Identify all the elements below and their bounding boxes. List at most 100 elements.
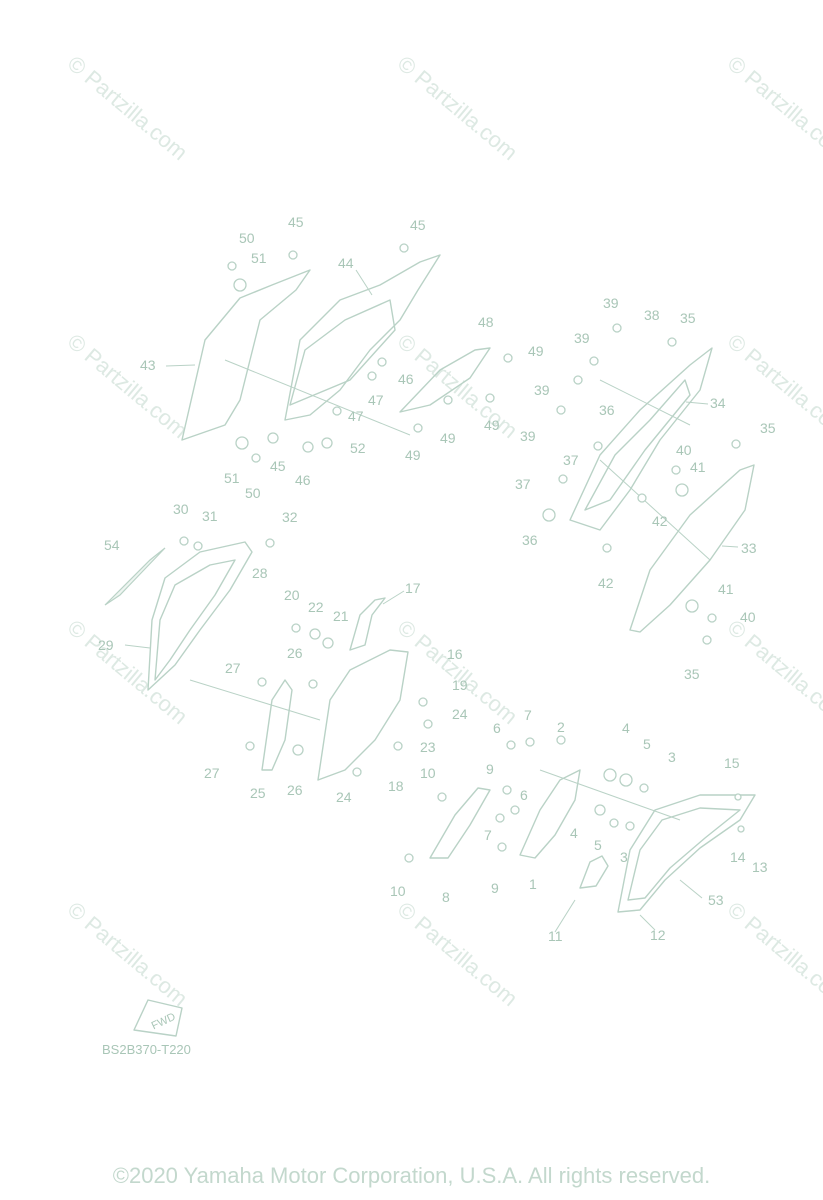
callout-label: 45 — [270, 458, 286, 474]
bolt — [731, 439, 741, 449]
callout-label: 29 — [98, 637, 114, 653]
callout-label: 38 — [644, 307, 660, 323]
nut — [193, 541, 203, 551]
callout-label: 20 — [284, 587, 300, 603]
callout-label: 26 — [287, 645, 303, 661]
grommet — [322, 637, 334, 649]
callout-label: 54 — [104, 537, 120, 553]
callout-label: 41 — [718, 581, 734, 597]
callout-label: 44 — [338, 255, 354, 271]
callout-label: 31 — [202, 508, 218, 524]
nut — [292, 744, 304, 756]
callout-label: 26 — [287, 782, 303, 798]
nut — [506, 740, 516, 750]
bolt — [291, 623, 301, 633]
bolt — [437, 792, 447, 802]
leader-line — [554, 899, 576, 933]
watermark: © Partzilla.com — [723, 51, 823, 165]
grommet — [685, 599, 699, 613]
callout-label: 32 — [282, 509, 298, 525]
part-33-lower-cover — [629, 464, 755, 633]
callout-label: 6 — [493, 720, 501, 736]
callout-label: 45 — [410, 217, 426, 233]
callout-label: 11 — [548, 928, 563, 944]
nut — [637, 493, 647, 503]
part-53-grille — [627, 807, 741, 901]
bolt — [399, 243, 409, 253]
nut — [321, 437, 333, 449]
nut — [265, 538, 275, 548]
callout-label: 35 — [684, 666, 700, 682]
callout-label: 40 — [676, 442, 692, 458]
part-44-panel-inner — [289, 299, 396, 406]
callout-label: 12 — [650, 927, 666, 943]
nut — [525, 737, 535, 747]
part-25-strip — [261, 679, 293, 771]
callout-label: 36 — [522, 532, 538, 548]
leader-line — [679, 879, 703, 899]
nut — [671, 465, 681, 475]
bolt — [556, 735, 566, 745]
watermark: © Partzilla.com — [63, 897, 193, 1011]
callout-label: 46 — [295, 472, 311, 488]
nut — [413, 423, 423, 433]
leader-lines — [124, 269, 739, 933]
watermark: © Partzilla.com — [63, 51, 193, 165]
leader-line — [599, 459, 711, 561]
callout-label: 24 — [452, 706, 468, 722]
callout-label: 27 — [204, 765, 220, 781]
callout-label: 40 — [740, 609, 756, 625]
callout-label: 9 — [486, 761, 494, 777]
nut — [589, 356, 599, 366]
callout-label: 17 — [405, 580, 421, 596]
nut — [593, 441, 603, 451]
callout-label: 18 — [388, 778, 404, 794]
callout-label: 46 — [398, 371, 414, 387]
callout-label: 8 — [442, 889, 450, 905]
callout-label: 14 — [730, 849, 746, 865]
part-29-grille — [154, 559, 236, 681]
callout-label: 43 — [140, 357, 156, 373]
callout-label: 6 — [520, 787, 528, 803]
callout-label: 34 — [710, 395, 726, 411]
nut — [573, 375, 583, 385]
watermark: © Partzilla.com — [393, 51, 523, 165]
callout-label: 45 — [288, 214, 304, 230]
part-54-sticker — [104, 547, 166, 606]
nut — [352, 767, 362, 777]
nut — [393, 741, 403, 751]
callout-label: 5 — [594, 837, 602, 853]
callout-label: 52 — [350, 440, 366, 456]
callout-label: 1 — [529, 876, 537, 892]
callout-label: 51 — [224, 470, 240, 486]
nut — [367, 371, 377, 381]
grommet — [675, 483, 689, 497]
callout-label: 39 — [534, 382, 550, 398]
leader-line — [224, 359, 411, 436]
leader-line — [721, 545, 739, 548]
part-44-panel — [284, 254, 441, 421]
grommet — [542, 508, 556, 522]
part-1-bracket — [519, 769, 581, 859]
callout-label: 28 — [252, 565, 268, 581]
nut — [418, 697, 428, 707]
nut — [602, 543, 612, 553]
callout-label: 7 — [524, 707, 532, 723]
callout-label: 50 — [245, 485, 261, 501]
part-16-side-panel — [317, 649, 409, 781]
nut — [612, 323, 622, 333]
nut — [377, 357, 387, 367]
callout-label: 23 — [420, 739, 436, 755]
nut — [502, 785, 512, 795]
part-29-front-cover — [147, 541, 253, 691]
nut — [609, 818, 619, 828]
nut — [332, 406, 342, 416]
callout-label: 21 — [333, 608, 349, 624]
part-48-trim — [399, 347, 491, 413]
callout-label: 39 — [574, 330, 590, 346]
bolt — [245, 741, 255, 751]
nut — [308, 679, 318, 689]
callout-label: 3 — [668, 749, 676, 765]
grommet — [235, 436, 249, 450]
